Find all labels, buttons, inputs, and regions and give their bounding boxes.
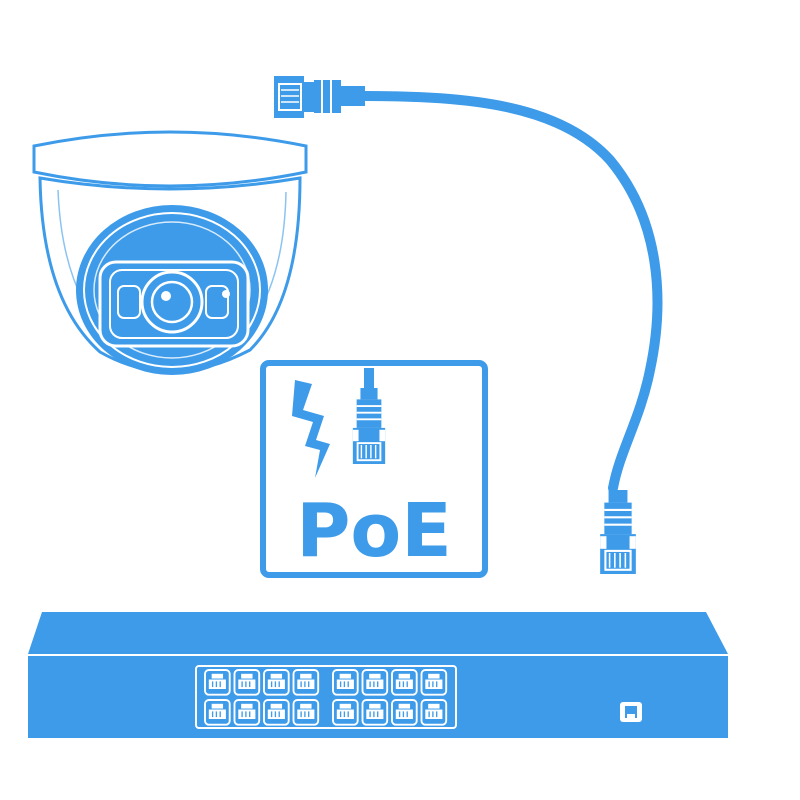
switch-port-panel xyxy=(195,665,457,729)
poe-label: PoE xyxy=(296,488,452,574)
switch-port-icon xyxy=(233,669,261,696)
switch-port-icon xyxy=(420,699,448,726)
rj45-plug-icon xyxy=(274,76,365,118)
switch-port-icon xyxy=(332,669,359,696)
switch-port-icon xyxy=(361,669,389,696)
switch-port-icon xyxy=(361,699,389,726)
switch-port-icon xyxy=(292,669,320,696)
switch-port-icon xyxy=(263,669,290,696)
rj45-plug-icon xyxy=(599,488,637,576)
switch-port-icon xyxy=(420,669,448,696)
lightning-bolt-icon xyxy=(292,380,330,478)
switch-port-icon xyxy=(391,699,418,726)
switch-port-icon xyxy=(263,699,290,726)
switch-port-icon xyxy=(391,669,418,696)
switch-port-icon xyxy=(332,699,359,726)
switch-top xyxy=(28,612,728,654)
network-switch-icon xyxy=(28,612,728,738)
switch-port-icon xyxy=(292,699,320,726)
switch-port-icon xyxy=(204,669,231,696)
ethernet-cable-icon xyxy=(274,76,663,576)
cable-wire xyxy=(360,91,663,493)
dome-camera-icon xyxy=(32,130,308,375)
switch-port-icon xyxy=(233,699,261,726)
switch-port-icon xyxy=(204,699,231,726)
poe-badge: PoE xyxy=(260,360,488,578)
uplink-port-icon xyxy=(620,702,642,722)
